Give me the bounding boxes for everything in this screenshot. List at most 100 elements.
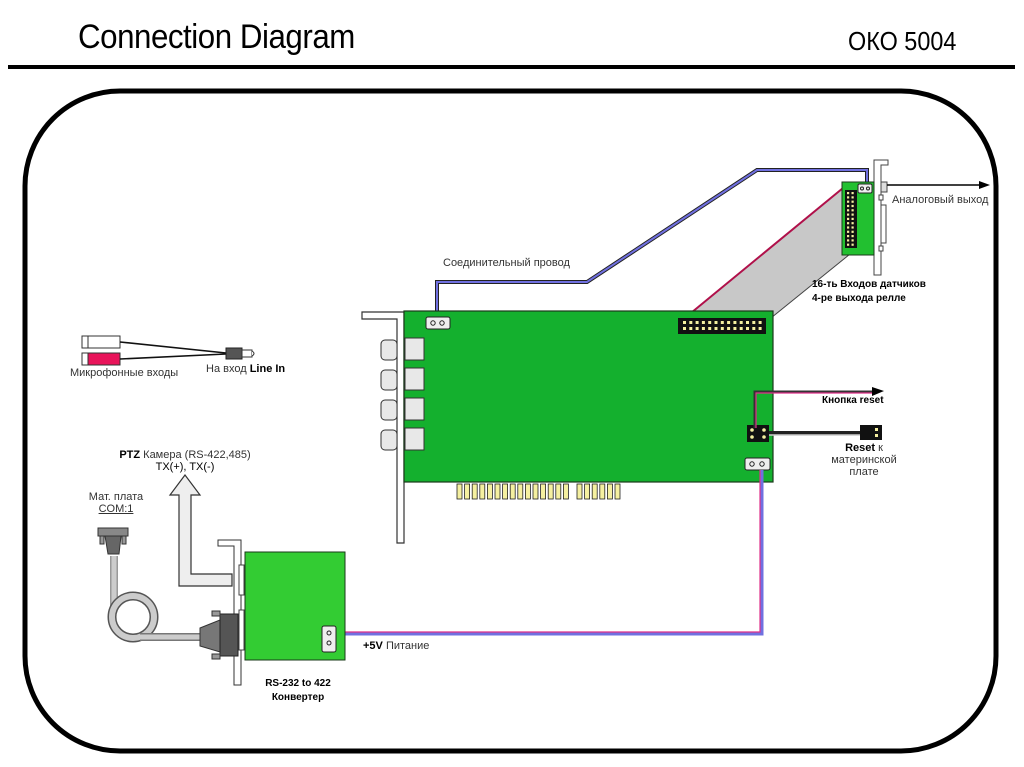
reset-motherboard-label: Reset к материнской плате: [828, 442, 900, 478]
header-pin: [752, 327, 756, 330]
io-header: [678, 318, 766, 334]
reset-button-label: Кнопка reset: [822, 395, 884, 406]
header-pin: [695, 327, 699, 330]
aux-header-pin: [851, 226, 854, 229]
gold-finger: [456, 483, 463, 500]
mb-line2: COM:1: [98, 503, 134, 515]
db9-connector-converter: [219, 613, 239, 657]
aux-db-connector: [880, 204, 887, 244]
aux-header-pin: [851, 222, 854, 225]
header-divider: [8, 65, 1015, 69]
power-bold: +5V: [363, 640, 383, 652]
header-pin: [746, 321, 749, 324]
aux-header-pin: [851, 235, 854, 238]
gold-finger: [591, 483, 598, 500]
gold-finger: [576, 483, 583, 500]
connecting-wire-blue: [435, 168, 869, 318]
converter-power-header: [321, 625, 337, 653]
aux-header-pin: [851, 209, 854, 212]
gold-finger: [584, 483, 590, 500]
gold-finger: [517, 483, 524, 500]
aux-header-pin: [847, 243, 850, 246]
reset-rest3: плате: [849, 466, 879, 478]
bnc-connector-1: [380, 337, 425, 361]
header-pin: [708, 321, 712, 324]
mic-jack-red: [87, 352, 121, 366]
aux-output-card: [841, 159, 990, 276]
gold-finger: [614, 483, 621, 500]
reset-rest1: к: [878, 442, 883, 454]
aux-header-pin: [851, 243, 854, 246]
header-pin: [739, 327, 743, 330]
header-pin: [689, 327, 693, 330]
ptz-line2: TX(+), TX(-): [155, 461, 215, 473]
analog-output-jack: [880, 181, 888, 193]
header-pin: [720, 327, 724, 330]
rs232-converter: [217, 539, 346, 686]
ptz-arrow: [168, 474, 233, 587]
header-pin: [733, 321, 737, 324]
model-name: ОКО 5004: [847, 26, 956, 56]
header-pin: [758, 327, 762, 330]
ptz-label: PTZ Камера (RS-422,485) TX(+), TX(-): [110, 449, 260, 473]
aux-header-pin: [847, 230, 850, 233]
header-pin: [727, 321, 731, 324]
gold-finger: [509, 483, 516, 500]
converter-label-line2: Конвертер: [271, 692, 325, 703]
header-pin: [752, 321, 756, 324]
gold-finger: [502, 483, 509, 500]
bnc-connectors: [380, 337, 425, 451]
reset-jumper: [747, 425, 769, 442]
header-pin: [683, 327, 686, 330]
gold-finger: [599, 483, 606, 500]
reset-rest2: материнской: [831, 454, 897, 466]
aux-header-pin: [847, 209, 850, 212]
gold-finger: [479, 483, 486, 500]
power-wire: [345, 470, 764, 636]
page-title: Connection Diagram: [78, 18, 355, 56]
header-pin: [683, 321, 686, 324]
header-pin: [708, 327, 712, 330]
wire-header-top: [425, 316, 451, 330]
header-pin: [733, 327, 737, 330]
gold-finger: [532, 483, 539, 500]
aux-header: [845, 190, 857, 248]
header-pin: [758, 321, 762, 324]
card-pcb: [403, 310, 774, 483]
connecting-wire-label: Соединительный провод: [443, 257, 570, 269]
aux-header-pin: [847, 192, 850, 195]
header-pin: [714, 321, 718, 324]
mb-line1: Мат. плата: [88, 491, 144, 503]
gold-finger: [525, 483, 531, 500]
line-in-prefix: На вход: [206, 363, 247, 375]
gold-finger: [486, 483, 493, 500]
gold-finger: [607, 483, 613, 500]
power-label: +5V Питание: [363, 640, 429, 652]
reset-button-wire: [753, 387, 884, 428]
reset-plug: [860, 425, 882, 440]
aux-header-pin: [851, 200, 854, 203]
mic-jack-white: [87, 335, 121, 349]
header-pin: [727, 327, 731, 330]
aux-header-pin: [851, 217, 854, 220]
gold-finger: [464, 483, 471, 500]
header-pin: [714, 327, 718, 330]
aux-header-pin: [847, 226, 850, 229]
analog-out-label: Аналоговый выход: [892, 194, 989, 206]
ptz-bold: PTZ: [119, 449, 141, 461]
gold-finger: [563, 483, 569, 500]
bnc-connector-3: [380, 397, 425, 421]
gold-finger: [494, 483, 501, 500]
aux-header-pin: [847, 217, 850, 220]
header-pin: [689, 321, 693, 324]
motherboard-com-label: Мат. плата COM:1: [78, 491, 154, 515]
io-header-pins: [683, 321, 762, 330]
header-pin: [739, 321, 743, 324]
mic-inputs-label: Микрофонные входы: [70, 367, 179, 379]
gold-finger: [471, 483, 478, 500]
aux-header-pin: [847, 204, 850, 208]
converter-bracket: [217, 539, 242, 686]
header-pin: [701, 321, 705, 324]
main-capture-card: [361, 310, 774, 544]
